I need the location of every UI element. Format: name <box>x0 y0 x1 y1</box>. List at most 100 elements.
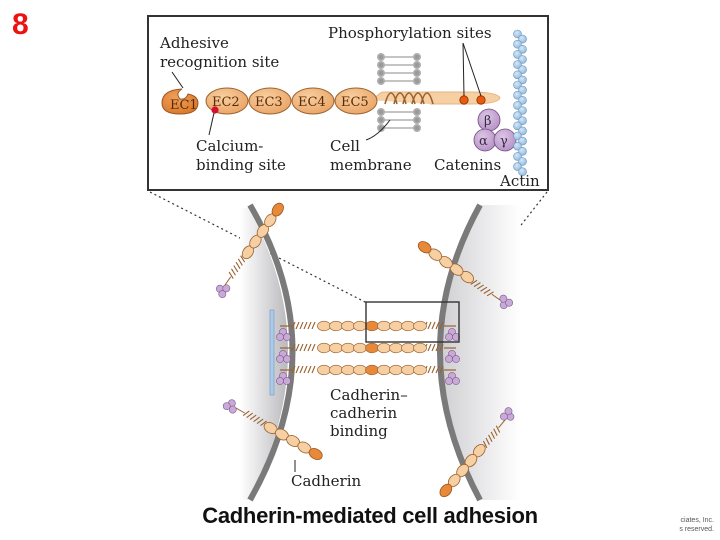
actin-monomer <box>513 39 522 49</box>
cadherin-domain-bead <box>317 320 331 332</box>
adhesive-label-2: recognition site <box>160 53 279 71</box>
actin-monomer <box>513 70 522 80</box>
cadherin-pairs <box>276 320 460 385</box>
catenins-complex: β α γ <box>473 108 517 152</box>
cadherin-domain-bead <box>329 364 343 376</box>
cadherin-domain-bead <box>365 320 379 332</box>
cadherin-domain-bead <box>341 364 355 376</box>
cadherin-pair-row <box>276 342 460 363</box>
actin-monomer <box>518 106 527 115</box>
free-cadherin-bottom-right <box>439 405 518 498</box>
ec2-label: EC2 <box>212 95 240 110</box>
cadherin-domain-bead <box>329 342 343 354</box>
cadherin-domain-bead <box>389 342 403 354</box>
phospho-pointer-2 <box>462 42 482 97</box>
phospho-pointer-1 <box>462 42 465 97</box>
cadherin-domain-bead <box>317 364 331 376</box>
cadherin-domain-bead <box>377 320 391 332</box>
cadherin-domain-bead <box>377 364 391 376</box>
actin-monomer <box>513 111 522 120</box>
copyright-line-2: s reserved. <box>679 526 714 533</box>
actin-monomer <box>518 167 527 176</box>
actin-monomer <box>513 80 522 90</box>
ec3-label: EC3 <box>255 95 283 110</box>
cadherin-domain-bead <box>401 364 415 376</box>
actin-monomer <box>513 29 522 39</box>
lower-actin-filament <box>269 309 275 396</box>
cadherin-domain-bead <box>413 342 427 354</box>
actin-monomer <box>518 147 527 156</box>
cadherin-domain-bead <box>365 342 379 354</box>
phosphorylation-label: Phosphorylation sites <box>328 24 492 42</box>
free-cadherin-top-left <box>212 202 284 300</box>
phosphorylation-site-2 <box>476 95 486 105</box>
membrane-label-2: membrane <box>330 156 412 174</box>
actin-monomer <box>518 34 527 44</box>
cadherin-pair-row <box>276 320 460 341</box>
actin-monomer <box>518 126 527 136</box>
actin-monomer <box>513 101 522 110</box>
actin-monomer <box>513 60 522 69</box>
catenins-label: Catenins <box>434 156 501 174</box>
cadherin-domain-bead <box>377 342 391 354</box>
transmembrane-coil <box>384 92 434 105</box>
gamma-symbol: γ <box>500 134 508 149</box>
cadherin-domain-bead <box>401 320 415 332</box>
actin-monomer <box>518 96 527 105</box>
calcium-label-1: Calcium- <box>196 137 263 155</box>
ec3-domain <box>248 87 292 115</box>
ec-domains: EC1 EC2 EC3 EC4 EC5 <box>161 87 378 115</box>
inset-panel: EC1 EC2 EC3 EC4 EC5 β α γ Adhesive recog… <box>147 15 549 191</box>
ec5-label: EC5 <box>341 95 369 110</box>
actin-monomer <box>518 65 527 74</box>
cadherin-domain-bead <box>365 364 379 376</box>
actin-label: Actin <box>499 172 540 190</box>
cadherin-pair-row <box>276 364 460 385</box>
copyright-line-1: ciates, Inc. <box>680 517 714 524</box>
ec1-label: EC1 <box>170 98 198 113</box>
alpha-symbol: α <box>479 134 488 149</box>
cadherin-domain-bead <box>413 320 427 332</box>
cadherin-domain-bead <box>341 342 355 354</box>
actin-monomer <box>518 44 527 54</box>
actin-monomer <box>513 90 522 100</box>
binding-label-2: cadherin <box>330 404 397 422</box>
cadherin-domain-bead <box>413 364 427 376</box>
cadherin-domain-bead <box>353 320 367 332</box>
adhesive-label-1: Adhesive <box>159 34 229 52</box>
beta-symbol: β <box>484 114 492 129</box>
ec5-domain <box>334 87 378 115</box>
lipid-bilayer <box>376 52 421 133</box>
copyright-notice: ciates, Inc. s reserved. <box>679 516 714 534</box>
actin-monomer <box>518 136 527 146</box>
calcium-binding-dot <box>211 106 219 114</box>
cadherin-domain-bead <box>317 342 331 354</box>
ec4-domain <box>291 87 335 115</box>
free-cadherin-top-right <box>417 241 515 313</box>
cadherin-domain-bead <box>389 364 403 376</box>
actin-monomer <box>518 85 527 95</box>
actin-monomer <box>518 116 527 125</box>
left-cell-membrane <box>247 203 296 502</box>
cadherin-domain-bead <box>401 342 415 354</box>
actin-monomer <box>518 157 527 166</box>
actin-monomer <box>513 121 522 131</box>
slide-number: 8 <box>12 8 29 41</box>
binding-label-1: Cadherin– <box>330 386 408 404</box>
cadherin-domain-bead <box>341 320 355 332</box>
right-cell-membrane <box>437 203 483 502</box>
actin-monomer <box>513 152 522 161</box>
cadherin-domain-bead <box>353 364 367 376</box>
cadherin-domain-bead <box>389 320 403 332</box>
actin-monomer <box>513 162 522 171</box>
binding-label-3: binding <box>330 422 388 440</box>
zoom-source-box <box>365 301 460 343</box>
ec4-label: EC4 <box>298 95 326 110</box>
actin-monomer <box>518 75 527 85</box>
actin-monomer <box>513 50 522 59</box>
actin-monomer <box>518 55 527 64</box>
slide-caption: Cadherin-mediated cell adhesion <box>202 503 538 528</box>
actin-filament <box>513 29 527 176</box>
ec1-domain <box>161 88 199 115</box>
